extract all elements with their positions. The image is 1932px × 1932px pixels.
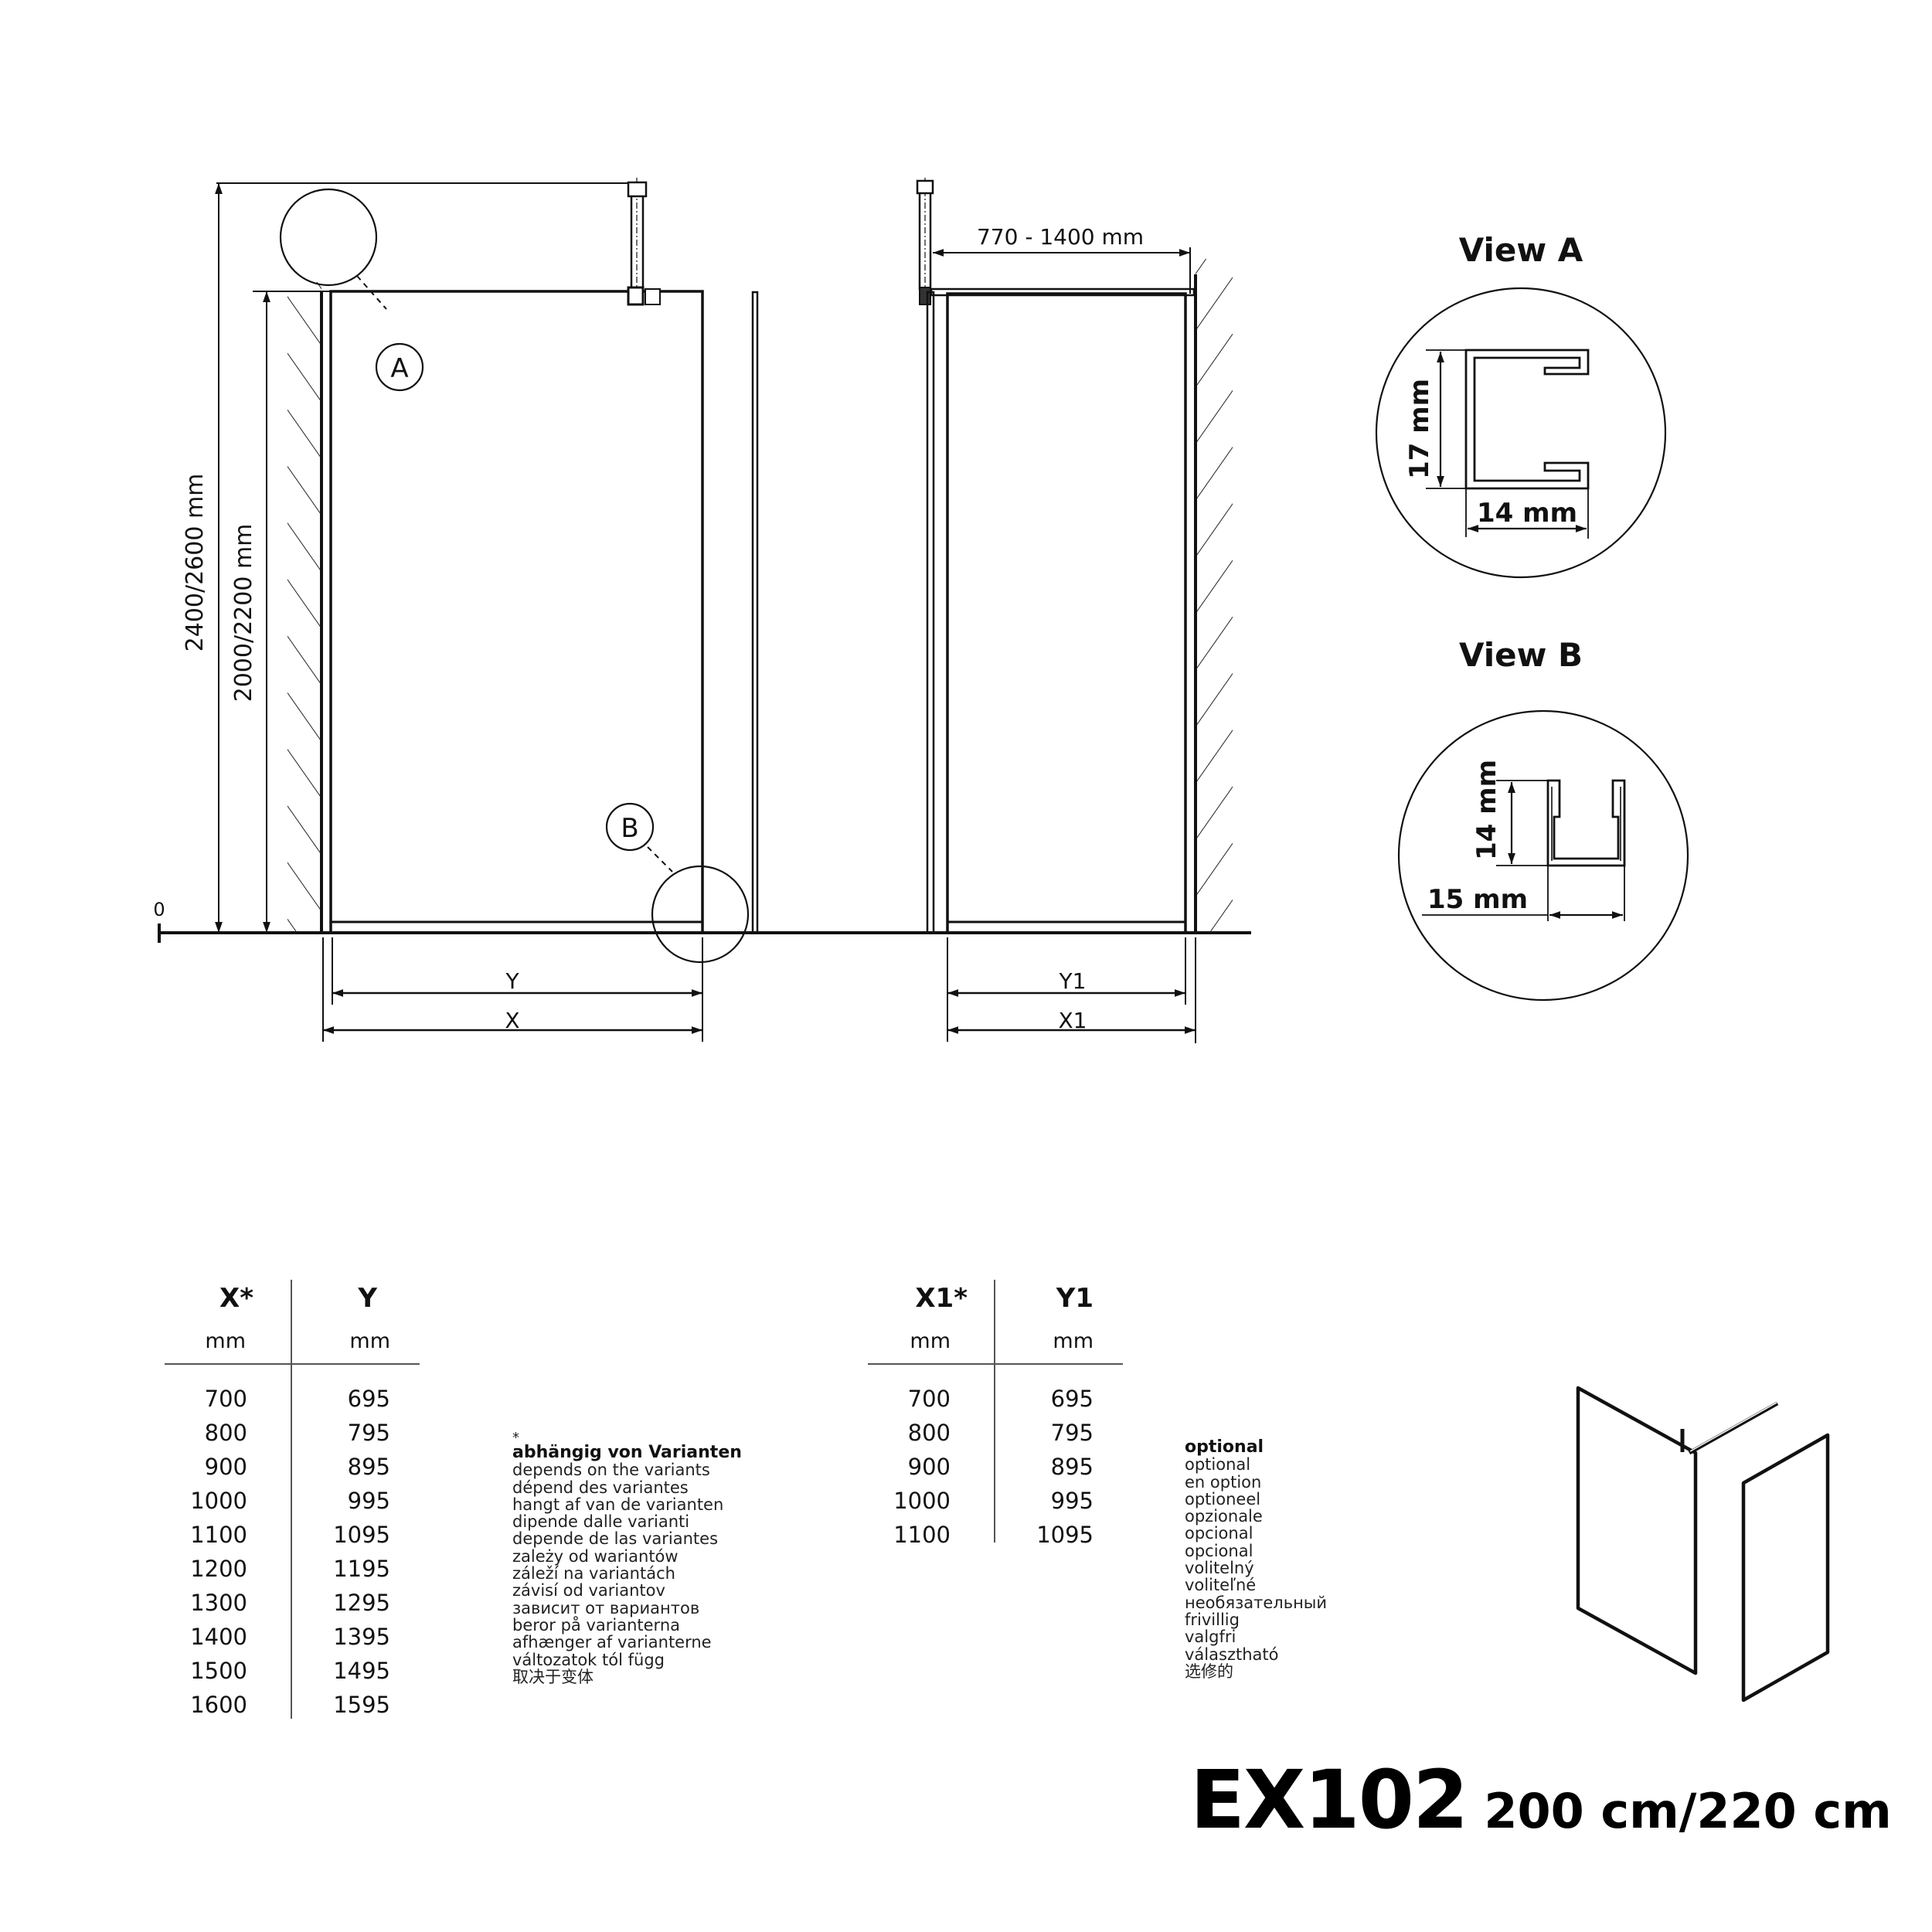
side-panel-edge [926,291,935,934]
table-right-header-x1: X1* [915,1283,968,1314]
product-model: EX102 [1190,1753,1468,1847]
iso-stabilizer-bar [1688,1401,1779,1455]
total-height-label: 2400/2600 mm [182,474,209,652]
wall-hatch-left [287,282,321,933]
table-right-header-y1: Y1 [1056,1283,1094,1314]
table-left-unit-y: mm [349,1329,390,1353]
table-left-header-x: X* [219,1283,253,1314]
panel-height-label: 2000/2200 mm [230,524,257,702]
callout-b-label: B [621,813,638,844]
view-b: View B 14 mm 15 mm [1397,636,1689,1002]
view-a-circle [1375,287,1667,579]
view-a: View A 17 mm 14 mm [1375,231,1667,579]
variants-note: * abhängig von Varianten depends on the … [512,1430,742,1686]
table-left-header-divider [165,1363,420,1365]
table-left-column-divider [291,1280,292,1719]
view-a-title: View A [1459,231,1583,269]
table-right-column-divider [994,1280,995,1543]
detail-circle-b [651,865,750,964]
ceiling-rod [630,184,645,292]
table-left-header-y: Y [358,1283,377,1314]
table-left-unit-x: mm [205,1329,246,1353]
zero-label: 0 [153,899,165,920]
optional-note-heading: optional [1185,1437,1264,1457]
profile-a-shape [1464,349,1590,490]
view-a-height-label: 17 mm [1404,379,1435,479]
optional-note: optional optional en option optioneel op… [1185,1437,1328,1681]
optional-panel-edge [751,291,759,934]
view-b-circle [1397,709,1689,1002]
view-b-width-label: 15 mm [1427,884,1528,915]
table-right-unit-x1: mm [910,1329,951,1353]
dimension-x1-label: X1 [1059,1008,1087,1033]
detail-circle-a [279,188,378,287]
table-right-unit-y1: mm [1053,1329,1094,1353]
variants-note-heading: abhängig von Varianten [512,1443,742,1462]
callout-b [605,802,655,852]
profile-b-shape [1546,779,1626,867]
view-b-height-label: 14 mm [1471,760,1502,860]
side-view: 770 - 1400 mm Y1 X1 [916,178,1233,1043]
iso-optional-panel [1741,1433,1830,1702]
optional-panel-side [946,292,1187,934]
view-a-width-label: 14 mm [1477,498,1577,529]
view-b-title: View B [1459,636,1583,674]
iso-main-panel [1576,1386,1698,1675]
table-right-header-divider [868,1363,1123,1365]
wall-hatch-right [1196,259,1233,933]
front-view: A B 2400/2600 mm 2000/2200 mm 0 Y X [153,178,1251,1042]
isometric-view [1576,1386,1830,1702]
ceiling-mount [627,181,648,198]
dimension-x-label: X [505,1008,519,1033]
product-title: EX102 200 cm/220 cm [1190,1753,1892,1847]
dimension-y-label: Y [505,968,519,994]
glass-panel-front [329,290,704,934]
product-size: 200 cm/220 cm [1484,1783,1892,1839]
bar-length-label: 770 - 1400 mm [977,224,1144,250]
callout-a-label: A [390,353,408,384]
rod-clamp [627,286,645,306]
callout-a [375,342,424,392]
dimension-y1-label: Y1 [1059,968,1087,994]
rod-clamp-2 [645,288,661,305]
variants-note-marker: * [512,1430,519,1446]
